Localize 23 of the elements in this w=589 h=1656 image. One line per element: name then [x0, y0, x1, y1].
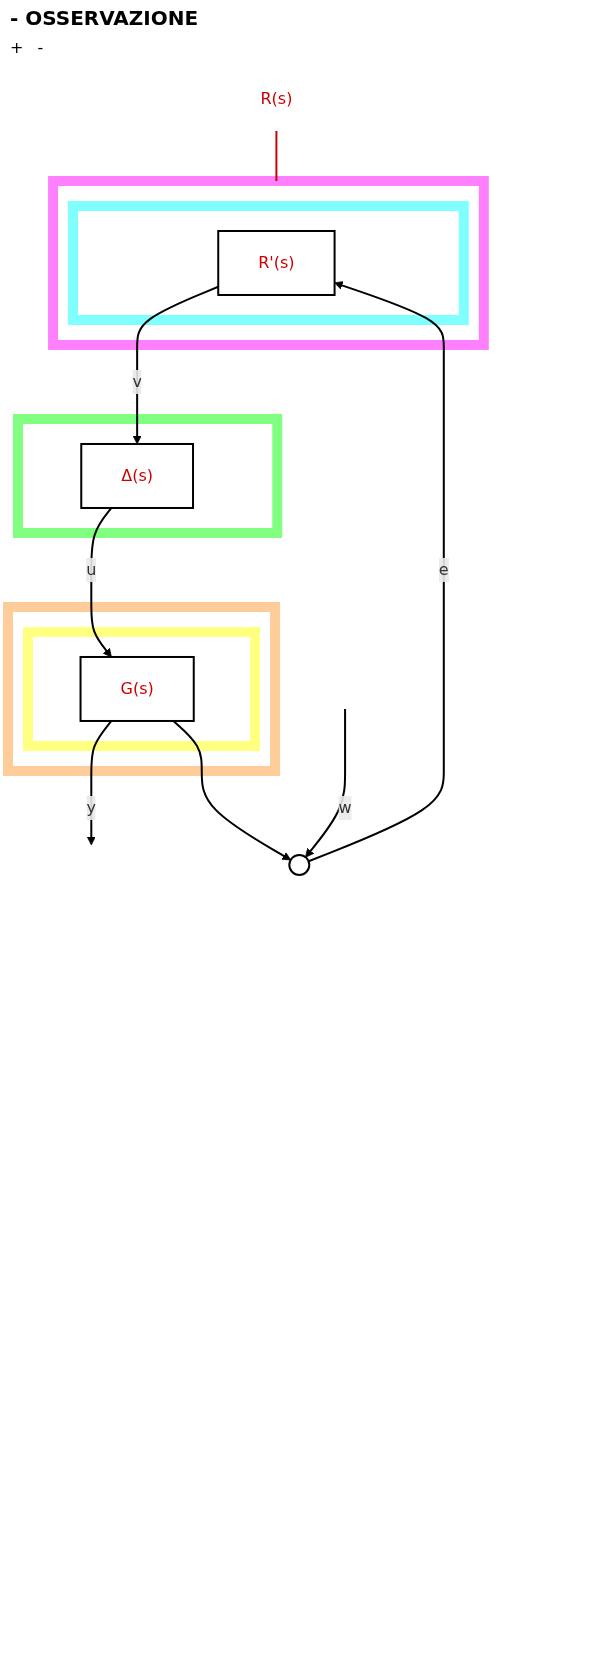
node-box: Δ(s) — [80, 443, 194, 509]
cluster — [68, 201, 469, 325]
cluster — [3, 602, 281, 776]
edge-label: e — [438, 559, 449, 579]
sign-label: + — [10, 38, 24, 57]
edge-label: w — [338, 797, 352, 817]
edge-label: v — [132, 371, 142, 391]
cluster — [48, 176, 489, 350]
edge-label: y — [86, 797, 97, 817]
arrow — [307, 281, 445, 863]
cluster — [12, 414, 283, 538]
connector — [275, 130, 278, 182]
title: - OSSERVAZIONE — [9, 5, 200, 32]
node-text: R(s) — [260, 89, 293, 108]
sign-label: - — [37, 38, 44, 57]
edge-label: u — [86, 559, 97, 579]
node-circle — [288, 853, 311, 876]
node-box: G(s) — [79, 656, 195, 722]
arrow — [305, 708, 347, 858]
arrow — [90, 507, 113, 658]
cluster — [23, 627, 261, 751]
node-box: R'(s) — [217, 230, 336, 296]
arrow — [172, 720, 292, 861]
